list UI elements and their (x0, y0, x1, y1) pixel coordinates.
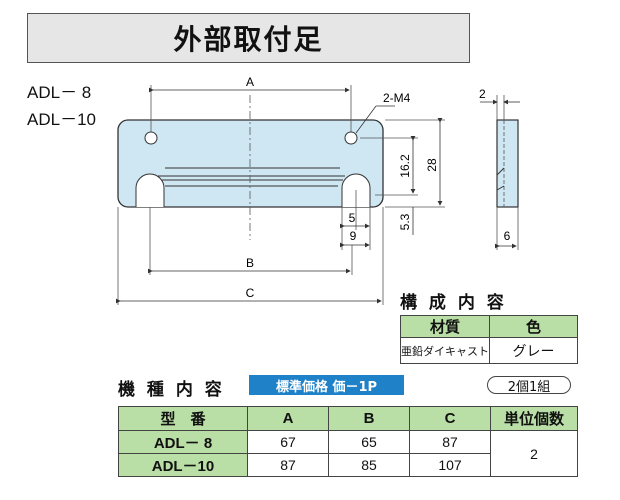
row2-B: 85 (328, 453, 410, 477)
unit-qty: 2 (490, 430, 578, 477)
row1-model: ADL－ 8 (118, 430, 248, 454)
composition-header-color: 色 (489, 315, 578, 338)
row2-A: 87 (247, 453, 329, 477)
pack-badge: 2個1組 (487, 376, 571, 395)
dim-16-2-label: 16.2 (398, 154, 412, 178)
composition-material: 亜鉛ダイキャスト (400, 337, 490, 364)
composition-color: グレー (489, 337, 578, 364)
model-label-1: ADL－ 8 (27, 83, 92, 102)
dim-B-label: B (246, 256, 254, 270)
models-header-model: 型 番 (118, 406, 248, 431)
models-header-C: C (409, 406, 491, 431)
composition-header-material: 材質 (400, 315, 490, 338)
table-row: ADL－ 8 67 65 87 2 (118, 430, 578, 477)
dim-9-label: 9 (350, 229, 357, 243)
mount-hole-left (144, 131, 158, 145)
page-title-box: 外部取付足 (27, 13, 470, 63)
row2-C: 107 (409, 453, 491, 477)
dim-28-label: 28 (425, 158, 439, 172)
bracket-body (117, 119, 384, 208)
dim-A-label: A (246, 75, 254, 89)
row1-C: 87 (409, 430, 491, 454)
bracket-side-view (496, 119, 519, 208)
models-header-B: B (328, 406, 410, 431)
model-label-2: ADL－10 (27, 110, 96, 129)
page-title: 外部取付足 (173, 23, 324, 56)
hole-spec-label: 2-M4 (383, 91, 411, 105)
models-title: 機 種 内 容 (118, 380, 225, 400)
price-badge: 標準価格 価－1P (249, 375, 404, 395)
dim-5-3-label: 5.3 (398, 213, 412, 230)
composition-title: 構 成 内 容 (400, 293, 507, 313)
row1-A: 67 (247, 430, 329, 454)
row2-model: ADL－10 (118, 453, 248, 477)
dim-6-label: 6 (504, 229, 511, 243)
models-table: 型 番 A B C 単位個数 ADL－ 8 67 65 87 2 ADL－10 … (118, 406, 578, 477)
composition-table: 材質 色 亜鉛ダイキャスト グレー (400, 315, 578, 364)
dim-5-label: 5 (349, 211, 356, 225)
models-header-unit: 単位個数 (490, 406, 578, 431)
models-header-A: A (247, 406, 329, 431)
table-row: ADL－10 87 85 107 (118, 453, 578, 477)
dim-2-label: 2 (479, 87, 486, 101)
mount-hole-right (344, 131, 358, 145)
row1-B: 65 (328, 430, 410, 454)
dim-C-label: C (246, 286, 255, 300)
